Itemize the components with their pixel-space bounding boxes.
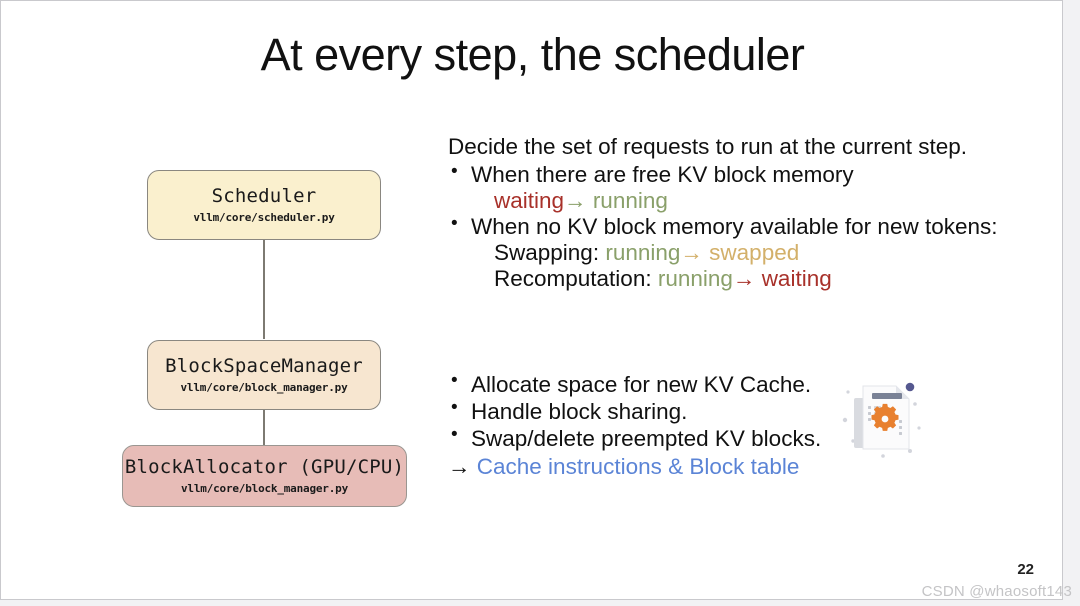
page-number: 22 bbox=[1017, 561, 1034, 578]
node-blockspacemanager-title: BlockSpaceManager bbox=[165, 355, 363, 378]
node-blockspacemanager-path: vllm/core/block_manager.py bbox=[180, 380, 348, 394]
transition-waiting-running: waiting→ running bbox=[471, 188, 1048, 214]
bullet-sharing: Handle block sharing. bbox=[448, 397, 918, 425]
state-waiting: waiting bbox=[494, 188, 565, 214]
state-swapped: swapped bbox=[709, 240, 800, 266]
bullet-no-memory-label: When no KV block memory available for ne… bbox=[471, 214, 998, 240]
state-running: running bbox=[592, 188, 668, 214]
node-scheduler[interactable]: Scheduler vllm/core/scheduler.py bbox=[147, 170, 381, 240]
state-running: running bbox=[657, 266, 733, 292]
arrow-icon: → bbox=[564, 188, 587, 214]
node-blockallocator-title: BlockAllocator (GPU/CPU) bbox=[124, 456, 405, 479]
bullet-no-memory: When no KV block memory available for ne… bbox=[448, 213, 1048, 292]
bullet-list-scheduling: When there are free KV block memory wait… bbox=[448, 161, 1048, 292]
recomputation-label: Recomputation: bbox=[494, 266, 652, 292]
arrow-icon: → bbox=[732, 266, 756, 292]
bullet-free-memory-label: When there are free KV block memory bbox=[471, 162, 854, 188]
bullet-swap-delete-label: Swap/delete preempted KV blocks. bbox=[471, 426, 822, 451]
connector-blockspacemanager-to-blockallocator bbox=[263, 410, 265, 445]
scheduler-description: Decide the set of requests to run at the… bbox=[448, 134, 1048, 293]
arrow-icon: → bbox=[680, 240, 703, 266]
architecture-diagram: Scheduler vllm/core/scheduler.py BlockSp… bbox=[1, 1, 471, 599]
node-blockallocator[interactable]: BlockAllocator (GPU/CPU) vllm/core/block… bbox=[122, 445, 407, 507]
document-gear-icon bbox=[839, 373, 927, 461]
bullet-sharing-label: Handle block sharing. bbox=[471, 399, 688, 424]
bullet-allocate: Allocate space for new KV Cache. bbox=[448, 370, 918, 398]
connector-scheduler-to-blockspacemanager bbox=[263, 239, 265, 339]
arrow-icon: → bbox=[448, 454, 471, 479]
node-blockallocator-path: vllm/core/block_manager.py bbox=[181, 481, 348, 495]
bullet-free-memory: When there are free KV block memory wait… bbox=[448, 161, 1048, 214]
node-scheduler-title: Scheduler bbox=[211, 185, 317, 208]
state-running: running bbox=[605, 240, 681, 266]
result-label: Cache instructions & Block table bbox=[476, 454, 800, 479]
bullet-swap-delete: Swap/delete preempted KV blocks. bbox=[448, 424, 918, 452]
bullet-list-blockmanager: Allocate space for new KV Cache. Handle … bbox=[448, 370, 918, 452]
bullet-allocate-label: Allocate space for new KV Cache. bbox=[471, 372, 812, 397]
lead-text: Decide the set of requests to run at the… bbox=[448, 134, 968, 159]
blockmanager-description: Allocate space for new KV Cache. Handle … bbox=[448, 370, 918, 480]
result-line: → Cache instructions & Block table bbox=[448, 453, 918, 480]
slide: At every step, the scheduler Scheduler v… bbox=[0, 0, 1063, 600]
transition-recomputation: Recomputation: running→ waiting bbox=[471, 266, 1048, 292]
node-blockspacemanager[interactable]: BlockSpaceManager vllm/core/block_manage… bbox=[147, 340, 381, 410]
node-scheduler-path: vllm/core/scheduler.py bbox=[193, 210, 335, 224]
watermark: CSDN @whaosoft143 bbox=[921, 583, 1072, 600]
state-waiting: waiting bbox=[761, 266, 832, 292]
transition-swapping: Swapping: running→ swapped bbox=[471, 240, 1048, 266]
page-title: At every step, the scheduler bbox=[260, 29, 805, 80]
swapping-label: Swapping: bbox=[494, 240, 600, 266]
